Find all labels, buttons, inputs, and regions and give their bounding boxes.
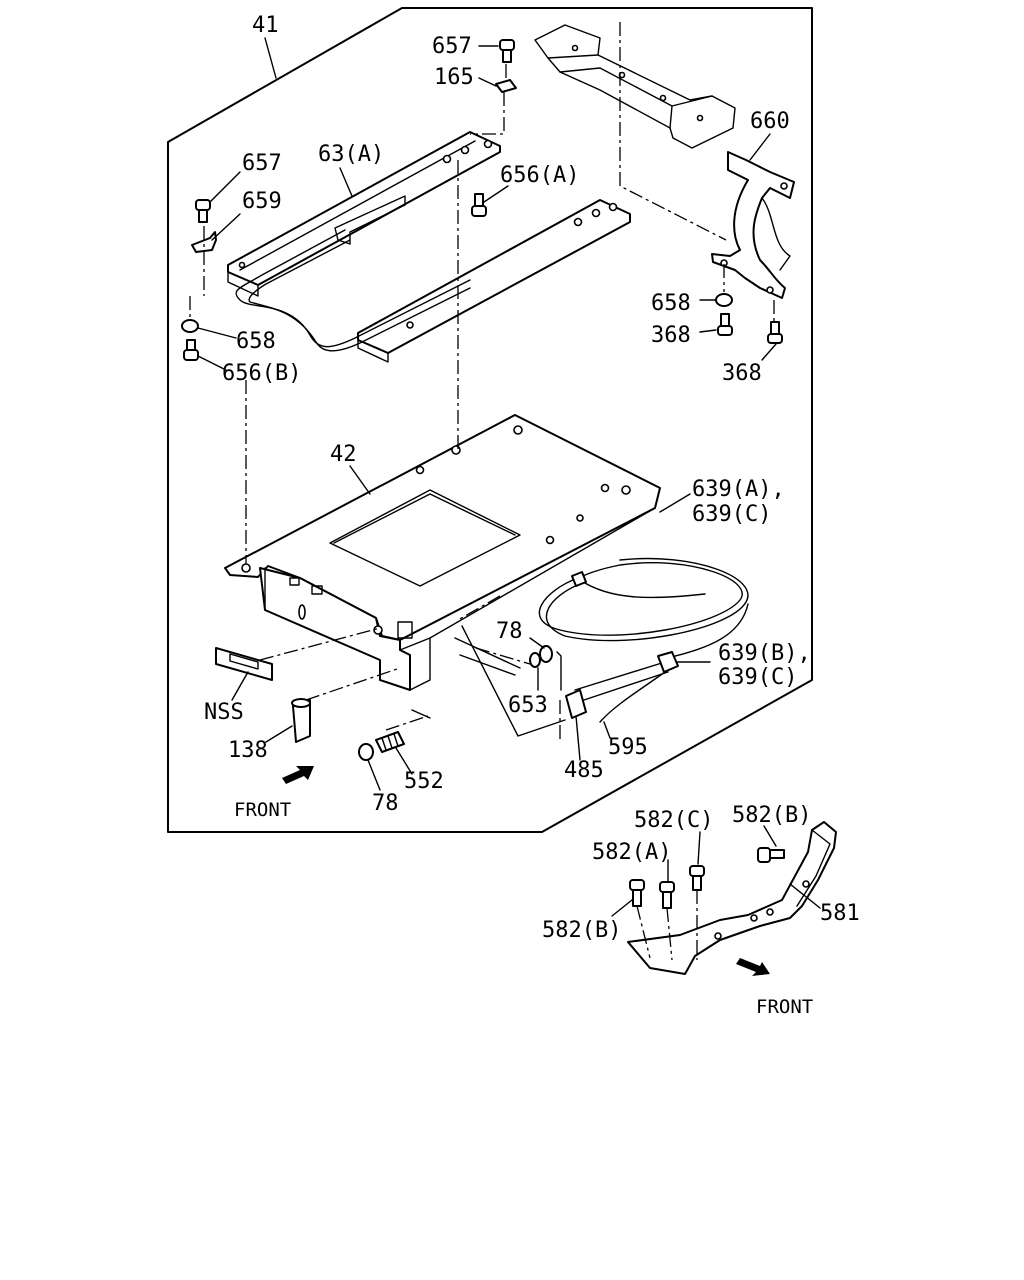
callout-659: 659 xyxy=(242,189,282,214)
callout-138: 138 xyxy=(228,738,268,763)
bolt-582b-top xyxy=(757,847,785,863)
seat-rail-63a xyxy=(227,131,501,297)
callout-165: 165 xyxy=(434,65,474,90)
callout-42: 42 xyxy=(330,442,357,467)
nut-658-right xyxy=(715,293,733,307)
front-arrow-bracket xyxy=(736,958,770,976)
front-label-bracket: FRONT xyxy=(756,996,813,1018)
callout-656b: 656(B) xyxy=(222,361,301,386)
o-ring-78-lower xyxy=(358,743,374,761)
seat-rail-right xyxy=(357,199,631,363)
plate-659 xyxy=(191,231,217,253)
callout-658-left: 658 xyxy=(236,329,276,354)
vehicle-floor-frame xyxy=(534,24,736,149)
callout-78-upper: 78 xyxy=(496,619,523,644)
bolt-582b-left xyxy=(629,879,645,907)
callout-582b-top: 582(B) xyxy=(732,803,811,828)
callout-657-left: 657 xyxy=(242,151,282,176)
callout-658-right: 658 xyxy=(651,291,691,316)
o-ring-78-upper xyxy=(539,645,553,663)
callout-656a: 656(A) xyxy=(500,163,579,188)
bolt-657-top xyxy=(499,39,515,63)
alignment-lines xyxy=(189,22,775,742)
seat-base-42 xyxy=(224,414,661,691)
callout-nss: NSS xyxy=(204,700,244,725)
bolt-582a xyxy=(659,881,675,909)
callout-657-top: 657 xyxy=(432,34,472,59)
front-label-main: FRONT xyxy=(234,799,291,821)
bracket-581 xyxy=(627,821,837,975)
callout-552: 552 xyxy=(404,769,444,794)
cable-639 xyxy=(538,557,749,723)
callout-653: 653 xyxy=(508,693,548,718)
callout-595: 595 xyxy=(608,735,648,760)
clip-165 xyxy=(495,79,517,93)
callout-581: 581 xyxy=(820,901,860,926)
callout-660: 660 xyxy=(750,109,790,134)
ring-653 xyxy=(529,652,541,668)
callout-485: 485 xyxy=(564,758,604,783)
callout-639bc-1: 639(B), xyxy=(718,641,811,666)
callout-368-b: 368 xyxy=(722,361,762,386)
assembly-frame xyxy=(167,7,813,833)
callout-78-lower: 78 xyxy=(372,791,399,816)
callout-639ac-1: 639(A), xyxy=(692,477,785,502)
callout-582c: 582(C) xyxy=(634,808,713,833)
callout-63a: 63(A) xyxy=(318,142,384,167)
bolt-657-left xyxy=(195,199,211,223)
callout-41: 41 xyxy=(252,13,279,38)
callout-582b-left: 582(B) xyxy=(542,918,621,943)
bracket-660 xyxy=(711,151,795,299)
callout-639ac-2: 639(C) xyxy=(692,502,771,527)
fitting-552 xyxy=(375,731,405,753)
callout-582a: 582(A) xyxy=(592,840,671,865)
pipe-138 xyxy=(291,698,311,743)
bolt-368-b xyxy=(767,321,783,344)
bolt-656a xyxy=(471,193,487,217)
callout-639bc-2: 639(C) xyxy=(718,665,797,690)
front-arrow-main xyxy=(282,766,314,784)
bolt-368-a xyxy=(717,313,733,336)
callout-368-a: 368 xyxy=(651,323,691,348)
leader-lines xyxy=(197,37,821,917)
label-nss xyxy=(215,647,273,681)
nut-658-left xyxy=(181,319,199,333)
bolt-582c xyxy=(689,865,705,891)
bolt-656b xyxy=(183,339,199,361)
